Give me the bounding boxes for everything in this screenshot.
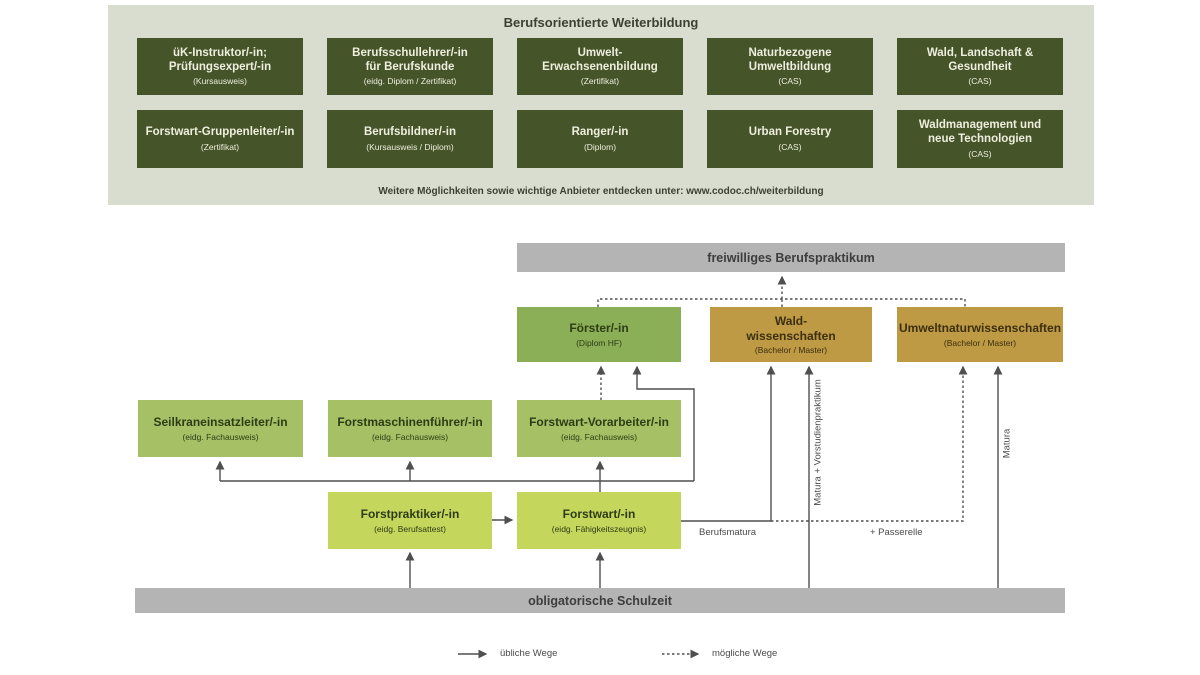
wb-box-forstwart-gruppenleiter: Forstwart-Gruppenleiter/-in (Zertifikat) — [137, 110, 303, 168]
wb-box-ranger: Ranger/-in (Diplom) — [517, 110, 683, 168]
bar-freiwilliges-berufspraktikum: freiwilliges Berufspraktikum — [517, 243, 1065, 272]
wb-box-urban-forestry: Urban Forestry (CAS) — [707, 110, 873, 168]
box-subtitle: (CAS) — [778, 76, 802, 87]
box-subtitle: (Diplom HF) — [576, 337, 622, 348]
box-title: Waldmanagement und neue Technologien — [918, 119, 1042, 145]
flow-box-forstpraktiker: Forstpraktiker/-in (eidg. Berufsattest) — [328, 492, 492, 549]
wb-box-waldmanagement-technologien: Waldmanagement und neue Technologien (CA… — [897, 110, 1063, 168]
wb-box-naturbezogene-umweltbildung: Naturbezogene Umweltbildung (CAS) — [707, 38, 873, 95]
box-title: Berufsschullehrer/-in für Berufskunde — [352, 46, 468, 73]
flow-box-foerster: Förster/-in (Diplom HF) — [517, 307, 681, 362]
box-title: Ranger/-in — [571, 126, 629, 139]
legend-dashed-label: mögliche Wege — [712, 648, 778, 659]
edge-passerelle-umweltnaturwissenschaften — [771, 365, 968, 522]
flow-box-seilkraneinsatzleiter: Seilkraneinsatzleiter/-in (eidg. Fachaus… — [138, 400, 303, 457]
weiterbildung-panel: Berufsorientierte Weiterbildung Weitere … — [108, 5, 1094, 205]
box-title: üK-Instruktor/-in; Prüfungsexpert/-in — [168, 46, 272, 73]
edge-label-passerelle: + Passerelle — [870, 527, 923, 538]
box-subtitle: (eidg. Fachausweis) — [560, 431, 638, 442]
box-title: Forstwart-Vorarbeiter/-in — [529, 415, 669, 430]
flow-box-forstwart: Forstwart/-in (eidg. Fähigkeitszeugnis) — [517, 492, 681, 549]
bar-label: freiwilliges Berufspraktikum — [707, 250, 875, 265]
box-title: Berufsbildner/-in — [363, 126, 456, 139]
panel-footer-note: Weitere Möglichkeiten sowie wichtige Anb… — [378, 186, 824, 197]
box-subtitle: (Bachelor / Master) — [943, 337, 1017, 348]
wb-box-uek-instruktor: üK-Instruktor/-in; Prüfungsexpert/-in (K… — [137, 38, 303, 95]
box-subtitle: (CAS) — [778, 141, 802, 152]
box-title: Forstwart/-in — [562, 507, 636, 522]
box-title: Förster/-in — [569, 321, 629, 336]
panel-title: Berufsorientierte Weiterbildung — [503, 15, 699, 30]
flow-box-umweltnaturwissenschaften: Umweltnaturwissenschaften (Bachelor / Ma… — [897, 307, 1063, 362]
edge-dashed-network-top — [597, 298, 966, 307]
box-subtitle: (eidg. Diplom / Zertifikat) — [363, 76, 457, 87]
flow-box-forstmaschinenfuehrer: Forstmaschinenführer/-in (eidg. Fachausw… — [328, 400, 492, 457]
wb-box-berufsschullehrer: Berufsschullehrer/-in für Berufskunde (e… — [327, 38, 493, 95]
bar-label: obligatorische Schulzeit — [528, 593, 672, 608]
wb-box-wald-landschaft-gesundheit: Wald, Landschaft & Gesundheit (CAS) — [897, 38, 1063, 95]
box-subtitle: (CAS) — [968, 76, 992, 87]
edge-label-matura-vorstudienpraktikum: Matura + Vorstudienpraktikum — [812, 379, 824, 506]
wb-box-umwelt-erwachsenenbildung: Umwelt- Erwachsenenbildung (Zertifikat) — [517, 38, 683, 95]
box-title: Forstpraktiker/-in — [360, 507, 460, 522]
edge-berufsmatura-waldwissenschaften — [681, 365, 776, 522]
flow-box-waldwissenschaften: Wald- wissenschaften (Bachelor / Master) — [710, 307, 872, 362]
legend-solid-label: übliche Wege — [500, 648, 558, 659]
box-subtitle: (CAS) — [968, 148, 992, 159]
box-subtitle: (Bachelor / Master) — [754, 344, 828, 355]
box-title: Forstwart-Gruppenleiter/-in — [145, 126, 295, 139]
box-subtitle: (eidg. Fachausweis) — [182, 431, 259, 442]
box-title: Wald- wissenschaften — [746, 314, 836, 343]
box-subtitle: (Diplom) — [583, 141, 617, 152]
box-title: Seilkraneinsatzleiter/-in — [153, 415, 288, 430]
box-subtitle: (Zertifikat) — [580, 76, 620, 87]
box-subtitle: (eidg. Fähigkeitszeugnis) — [551, 523, 647, 534]
edge-label-matura: Matura — [1001, 428, 1013, 459]
box-subtitle: (Zertifikat) — [200, 141, 240, 152]
box-title: Urban Forestry — [748, 126, 832, 139]
box-subtitle: (Kursausweis) — [193, 76, 247, 87]
bar-obligatorische-schulzeit: obligatorische Schulzeit — [135, 588, 1065, 613]
flow-box-forstwart-vorarbeiter: Forstwart-Vorarbeiter/-in (eidg. Fachaus… — [517, 400, 681, 457]
box-title: Umwelt- Erwachsenenbildung — [542, 46, 658, 73]
wb-box-berufsbildner: Berufsbildner/-in (Kursausweis / Diplom) — [327, 110, 493, 168]
box-subtitle: (Kursausweis / Diplom) — [366, 141, 454, 152]
box-title: Naturbezogene Umweltbildung — [748, 46, 832, 73]
box-subtitle: (eidg. Berufsattest) — [374, 523, 446, 534]
edge-label-berufsmatura: Berufsmatura — [699, 527, 757, 538]
box-subtitle: (eidg. Fachausweis) — [371, 431, 449, 442]
box-title: Umweltnaturwissenschaften — [898, 321, 1062, 336]
box-title: Forstmaschinenführer/-in — [337, 415, 483, 430]
box-title: Wald, Landschaft & Gesundheit — [926, 46, 1034, 73]
